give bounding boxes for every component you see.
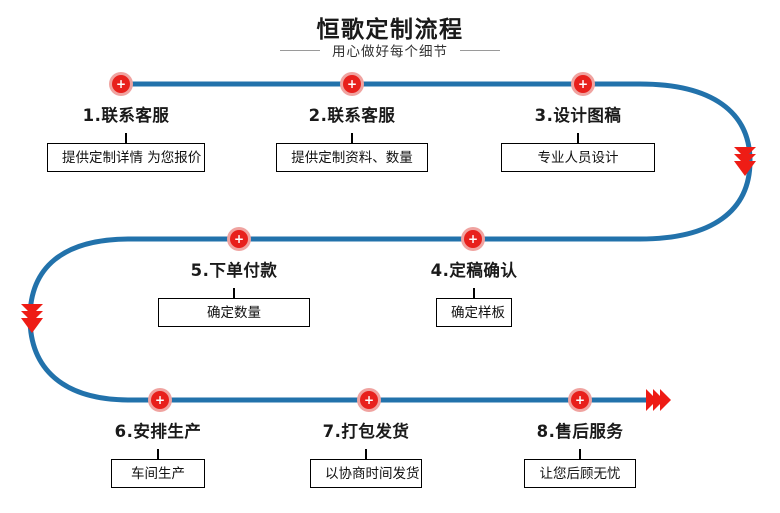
- step-label-4: 4.定稿确认: [430, 261, 518, 280]
- step-node-3[interactable]: +: [571, 72, 595, 96]
- arrow-left-curve-icon: [21, 304, 43, 333]
- step-label-3: 3.设计图稿: [534, 106, 622, 125]
- step-node-7[interactable]: +: [357, 388, 381, 412]
- plus-icon: +: [230, 230, 248, 248]
- step-desc-box-6: 车间生产: [111, 459, 205, 488]
- step-label-1: 1.联系客服: [82, 106, 170, 125]
- plus-icon: +: [360, 391, 378, 409]
- plus-icon: +: [112, 75, 130, 93]
- plus-icon: +: [151, 391, 169, 409]
- subtitle-rule-left: [280, 49, 320, 51]
- plus-icon: +: [343, 75, 361, 93]
- step-node-2[interactable]: +: [340, 72, 364, 96]
- step-desc-box-7: 以协商时间发货: [310, 459, 422, 488]
- arrow-end-icon: [646, 389, 671, 411]
- plus-icon: +: [571, 391, 589, 409]
- step-node-4[interactable]: +: [461, 227, 485, 251]
- plus-icon: +: [574, 75, 592, 93]
- step-label-8: 8.售后服务: [536, 422, 624, 441]
- step-desc-box-2: 提供定制资料、数量: [276, 143, 428, 172]
- step-node-6[interactable]: +: [148, 388, 172, 412]
- step-connector-5: [233, 288, 235, 298]
- step-node-5[interactable]: +: [227, 227, 251, 251]
- step-connector-1: [125, 133, 127, 143]
- step-desc-box-5: 确定数量: [158, 298, 310, 327]
- step-connector-8: [579, 449, 581, 459]
- step-node-8[interactable]: +: [568, 388, 592, 412]
- step-label-6: 6.安排生产: [114, 422, 202, 441]
- subtitle-rule-right: [460, 49, 500, 51]
- step-desc-box-4: 确定样板: [436, 298, 512, 327]
- page-title: 恒歌定制流程: [316, 17, 464, 43]
- step-connector-7: [365, 449, 367, 459]
- step-desc-box-3: 专业人员设计: [501, 143, 655, 172]
- arrow-right-curve-icon: [734, 147, 756, 176]
- step-label-5: 5.下单付款: [190, 261, 278, 280]
- step-label-2: 2.联系客服: [308, 106, 396, 125]
- flow-line-top: [118, 81, 753, 242]
- step-label-7: 7.打包发货: [322, 422, 410, 441]
- flow-line-group: [27, 81, 753, 403]
- step-connector-6: [157, 449, 159, 459]
- step-node-1[interactable]: +: [109, 72, 133, 96]
- step-connector-4: [473, 288, 475, 298]
- page-subtitle: 用心做好每个细节: [332, 44, 448, 60]
- step-desc-box-1: 提供定制详情 为您报价: [47, 143, 205, 172]
- step-desc-box-8: 让您后顾无忧: [524, 459, 636, 488]
- subtitle-group: 用心做好每个细节: [0, 40, 780, 60]
- flow-line-bottom: [27, 236, 651, 403]
- step-connector-2: [351, 133, 353, 143]
- plus-icon: +: [464, 230, 482, 248]
- step-connector-3: [577, 133, 579, 143]
